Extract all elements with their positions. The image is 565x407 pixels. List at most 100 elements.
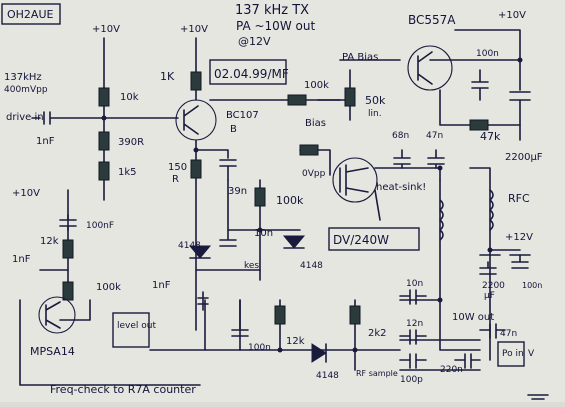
title-power: PA ~10W out [236,19,315,33]
r-10k-label: 10k [120,92,139,103]
kes-label: kes [244,261,259,271]
c-1nf-c-label: 1nF [152,280,171,291]
capacitor-100p [399,353,427,369]
freq-check-label: Freq-check to R7A counter [50,383,196,396]
capacitor-100n-b [511,254,529,269]
resistor-100k-b [62,281,74,301]
potentiometer-50k [344,87,356,107]
c-100n-top-label: 100n [476,49,499,59]
resistor-390r [98,131,110,151]
vcc-1-label: +10V [92,24,120,35]
capacitor-100nf-a [59,214,77,231]
callsign-box [1,3,61,25]
pot-50k-label: 50k [365,94,386,107]
transistor-bc107 [175,99,217,141]
r-12k-a-label: 12k [40,236,59,247]
vcc-3-label: +10V [498,10,526,21]
transistor-bc557 [407,45,453,91]
q-bc107-pin-label: B [230,124,237,135]
mosfet-label-box [328,227,420,251]
r-150-label: 150 [168,162,187,173]
drive-in-label: drive in [6,112,44,123]
heatsink-label: heat-sink! [376,182,426,193]
c-12n-label: 12n [406,319,423,329]
po-box [497,341,525,367]
resistor-10k [98,87,110,107]
vcc-2-label: +10V [180,24,208,35]
mosfet-label: DV/240W [333,233,389,247]
resistor-1k5 [98,161,110,181]
capacitor-10n-a [219,229,237,247]
c-2200-b-label: 2200 [482,281,505,291]
q-bc557-label: BC557A [408,13,456,27]
rf-sample-label: RF sample [356,369,398,378]
vpp-label: 0Vpp [302,169,326,179]
c-100nf-a-label: 100nF [86,221,114,231]
c-47n-b-label: 47n [500,329,517,339]
resistor-100k-gate [254,187,266,207]
date-label: 02.04.99/MF [214,67,289,81]
r-2k2-label: 2k2 [368,328,387,339]
level-out-label: level out [117,321,156,331]
po-in-label: Po in [502,349,524,359]
capacitor-12n [399,329,427,345]
r-47k-label: 47k [480,130,501,143]
c-39n-label: 39n [228,186,247,197]
c-100p-label: 100p [400,375,423,385]
capacitor-10n-b [399,289,427,305]
mosfet-pa [332,157,378,203]
c-220n-label: 220n [440,365,463,375]
c-2200uf-label: 2200µF [505,152,543,163]
c-47n-a-label: 47n [426,131,443,141]
c-100n-b-label: 100n [522,281,542,290]
junction-dots [101,57,523,353]
d-4148-b-label: 4148 [300,261,323,271]
c-2200-b-unit-label: µF [484,291,495,301]
in-level-label: 400mVpp [4,85,48,95]
capacitor-2200uf-b [479,261,497,275]
d-4148-c-label: 4148 [316,371,339,381]
text-labels: OH2AUE 137 kHz TX PA ~10W out @12V 02.04… [4,3,543,396]
resistor-12k-a [62,239,74,259]
capacitor-68n [393,149,411,169]
r-150-unit-label: R [172,174,179,185]
r-12k-b-label: 12k [286,336,305,347]
date-box [209,59,287,85]
r-100k-b-label: 100k [96,282,121,293]
c-10n-a-label: 10n [254,228,273,239]
callsign-label: OH2AUE [7,8,54,21]
capacitor-47n-b [479,323,506,339]
title-supply: @12V [238,35,271,48]
rfc-label: RFC [508,192,530,205]
capacitor-100n-c [231,299,249,337]
r-100k-d-label: 100k [276,194,304,207]
in-freq-label: 137kHz [4,72,42,83]
inductor-rfc [489,189,494,231]
transistor-mpsa14 [38,296,76,334]
r-1k-label: 1K [160,70,175,83]
circuit-wires [19,29,531,386]
diode-4148-c [311,343,327,363]
r-100k-c-label: 100k [304,80,329,91]
diode-4148-a [188,245,212,259]
c-100n-c-label: 100n [248,343,271,353]
resistor-150r [190,159,202,179]
out-10w-label: 10W out [452,312,494,323]
d-4148-a-label: 4148 [178,241,201,251]
components [1,3,549,400]
r-390-label: 390R [118,137,144,148]
c-10n-b-label: 10n [406,279,423,289]
level-out-box [112,312,150,348]
capacitor-47n-a [427,149,445,169]
resistor-12k-b [274,305,286,325]
title-freq: 137 kHz TX [235,3,309,18]
capacitor-100n-top [471,69,489,101]
q-bc107-label: BC107 [226,110,259,121]
resistor-1k [190,71,202,91]
po-unit-label: V [528,349,535,359]
q-mpsa14-label: MPSA14 [30,345,75,358]
c-68n-label: 68n [392,131,409,141]
c-1nf-b-label: 1nF [12,254,31,265]
